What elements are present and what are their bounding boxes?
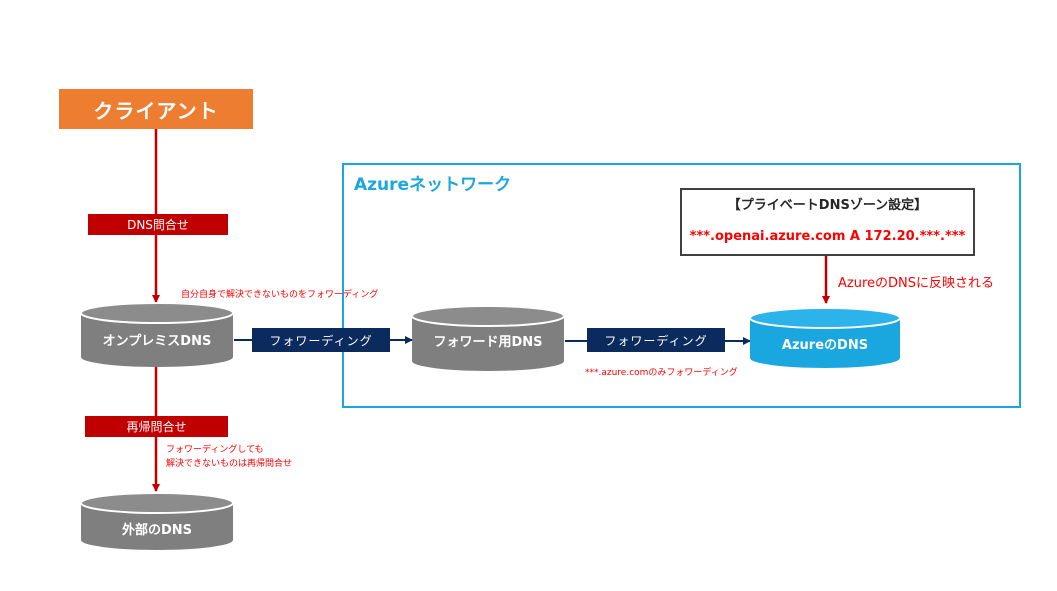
- private-dns-zone-box: [680, 188, 975, 256]
- note-azure-only: ***.azure.comのみフォワーディング: [585, 368, 738, 378]
- azure-dns-label: AzureのDNS: [781, 338, 869, 353]
- private-dns-zone-title: 【プライベートDNSゾーン設定】: [727, 198, 928, 213]
- forward-dns-label: フォワード用DNS: [433, 335, 543, 350]
- client-box: クライアント: [59, 89, 253, 129]
- dns-query-label: DNS問合せ: [88, 214, 228, 235]
- forwarding-label-1: フォワーディング: [252, 328, 390, 352]
- dns-query-text: DNS問合せ: [127, 218, 189, 232]
- azure-network-title: Azureネットワーク: [354, 175, 512, 195]
- forwarding-text-1: フォワーディング: [269, 333, 373, 348]
- recursive-query-text: 再帰問合せ: [126, 420, 187, 434]
- note-reflected: AzureのDNSに反映される: [838, 276, 995, 291]
- note-recursive-line1: フォワーディングしても: [166, 445, 264, 455]
- note-recursive-line2: 解決できないものは再帰問合せ: [166, 459, 293, 469]
- azure-network-boundary: [342, 163, 1021, 408]
- forward-dns-cylinder: [411, 305, 565, 371]
- forwarding-label-2: フォワーディング: [587, 328, 725, 352]
- recursive-query-label: 再帰問合せ: [85, 416, 228, 437]
- client-label: クライアント: [93, 98, 219, 123]
- forwarding-text-2: フォワーディング: [604, 333, 708, 348]
- external-dns-label: 外部のDNS: [121, 523, 193, 538]
- azure-dns-cylinder: [749, 307, 901, 368]
- note-onprem-forward: 自分自身で解決できないものをフォワーディング: [181, 290, 379, 300]
- onprem-dns-label: オンプレミスDNS: [102, 334, 212, 349]
- private-dns-zone-record: ***.openai.azure.com A 172.20.***.***: [689, 229, 966, 244]
- onprem-dns-cylinder: [80, 302, 234, 367]
- external-dns-cylinder: [80, 492, 234, 550]
